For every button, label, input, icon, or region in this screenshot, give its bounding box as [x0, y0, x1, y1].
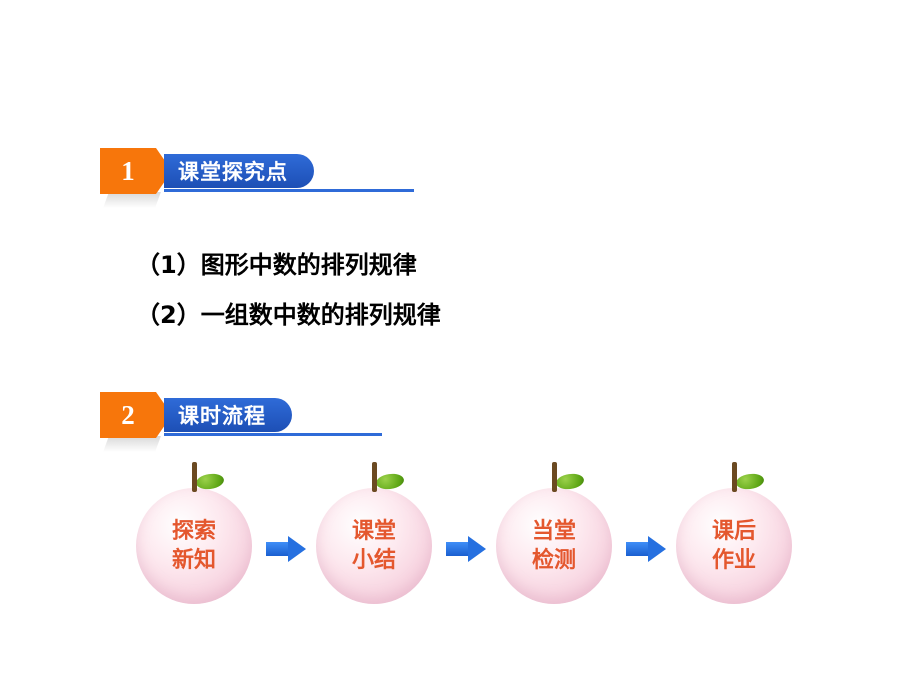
flow-node-label-line1: 课堂 — [351, 519, 396, 544]
arrow-body — [626, 542, 650, 556]
badge-shadow — [103, 192, 161, 208]
flow-node-circle: 课堂 小结 — [316, 488, 432, 604]
badge-arrow-shape — [100, 392, 172, 438]
section-title-underline-2 — [164, 433, 382, 436]
section-title-2: 课时流程 — [178, 404, 266, 428]
arrow-head-icon — [288, 536, 306, 562]
stem-icon — [372, 462, 377, 492]
list-item: （1）图形中数的排列规律 — [136, 251, 417, 279]
list-item: （2）一组数中数的排列规律 — [136, 301, 441, 329]
flow-node-label-line1: 当堂 — [531, 519, 576, 544]
leaf-icon — [375, 472, 405, 491]
flow-arrow-1 — [266, 536, 310, 562]
flow-node-1: 探索 新知 — [136, 462, 252, 604]
section-title-1: 课堂探究点 — [178, 160, 288, 184]
leaf-icon — [195, 472, 225, 491]
leaf-icon — [555, 472, 585, 491]
explore-points-list: （1）图形中数的排列规律 （2）一组数中数的排列规律 — [136, 240, 836, 340]
flow-node-2: 课堂 小结 — [316, 462, 432, 604]
arrow-body — [446, 542, 470, 556]
stem-icon — [192, 462, 197, 492]
section-number-2: 2 — [121, 400, 135, 430]
arrow-head-icon — [648, 536, 666, 562]
flow-node-circle: 当堂 检测 — [496, 488, 612, 604]
section-badge-2: 2 — [100, 392, 172, 452]
section-title-bar-1: 课堂探究点 — [164, 154, 314, 188]
flow-arrow-2 — [446, 536, 490, 562]
leaf-icon — [735, 472, 765, 491]
flow-arrow-3 — [626, 536, 670, 562]
flow-node-label-line2: 检测 — [531, 548, 576, 573]
arrow-body — [266, 542, 290, 556]
flow-node-label-line2: 新知 — [171, 548, 216, 573]
flow-node-label-line1: 课后 — [711, 519, 756, 544]
badge-arrow-shape — [100, 148, 172, 194]
flow-node-label-line1: 探索 — [171, 519, 216, 544]
lesson-flow-diagram: 探索 新知 课堂 小结 当堂 检测 课后 作业 — [130, 460, 850, 620]
stem-icon — [552, 462, 557, 492]
section-number-1: 1 — [121, 156, 135, 186]
section-badge-1: 1 — [100, 148, 172, 208]
flow-node-label-line2: 小结 — [351, 548, 396, 573]
section-title-underline-1 — [164, 189, 414, 192]
flow-node-label-line2: 作业 — [711, 548, 756, 573]
section-title-bar-2: 课时流程 — [164, 398, 292, 432]
flow-node-circle: 探索 新知 — [136, 488, 252, 604]
arrow-head-icon — [468, 536, 486, 562]
flow-node-3: 当堂 检测 — [496, 462, 612, 604]
stem-icon — [732, 462, 737, 492]
flow-node-4: 课后 作业 — [676, 462, 792, 604]
flow-node-circle: 课后 作业 — [676, 488, 792, 604]
badge-shadow — [103, 436, 161, 452]
